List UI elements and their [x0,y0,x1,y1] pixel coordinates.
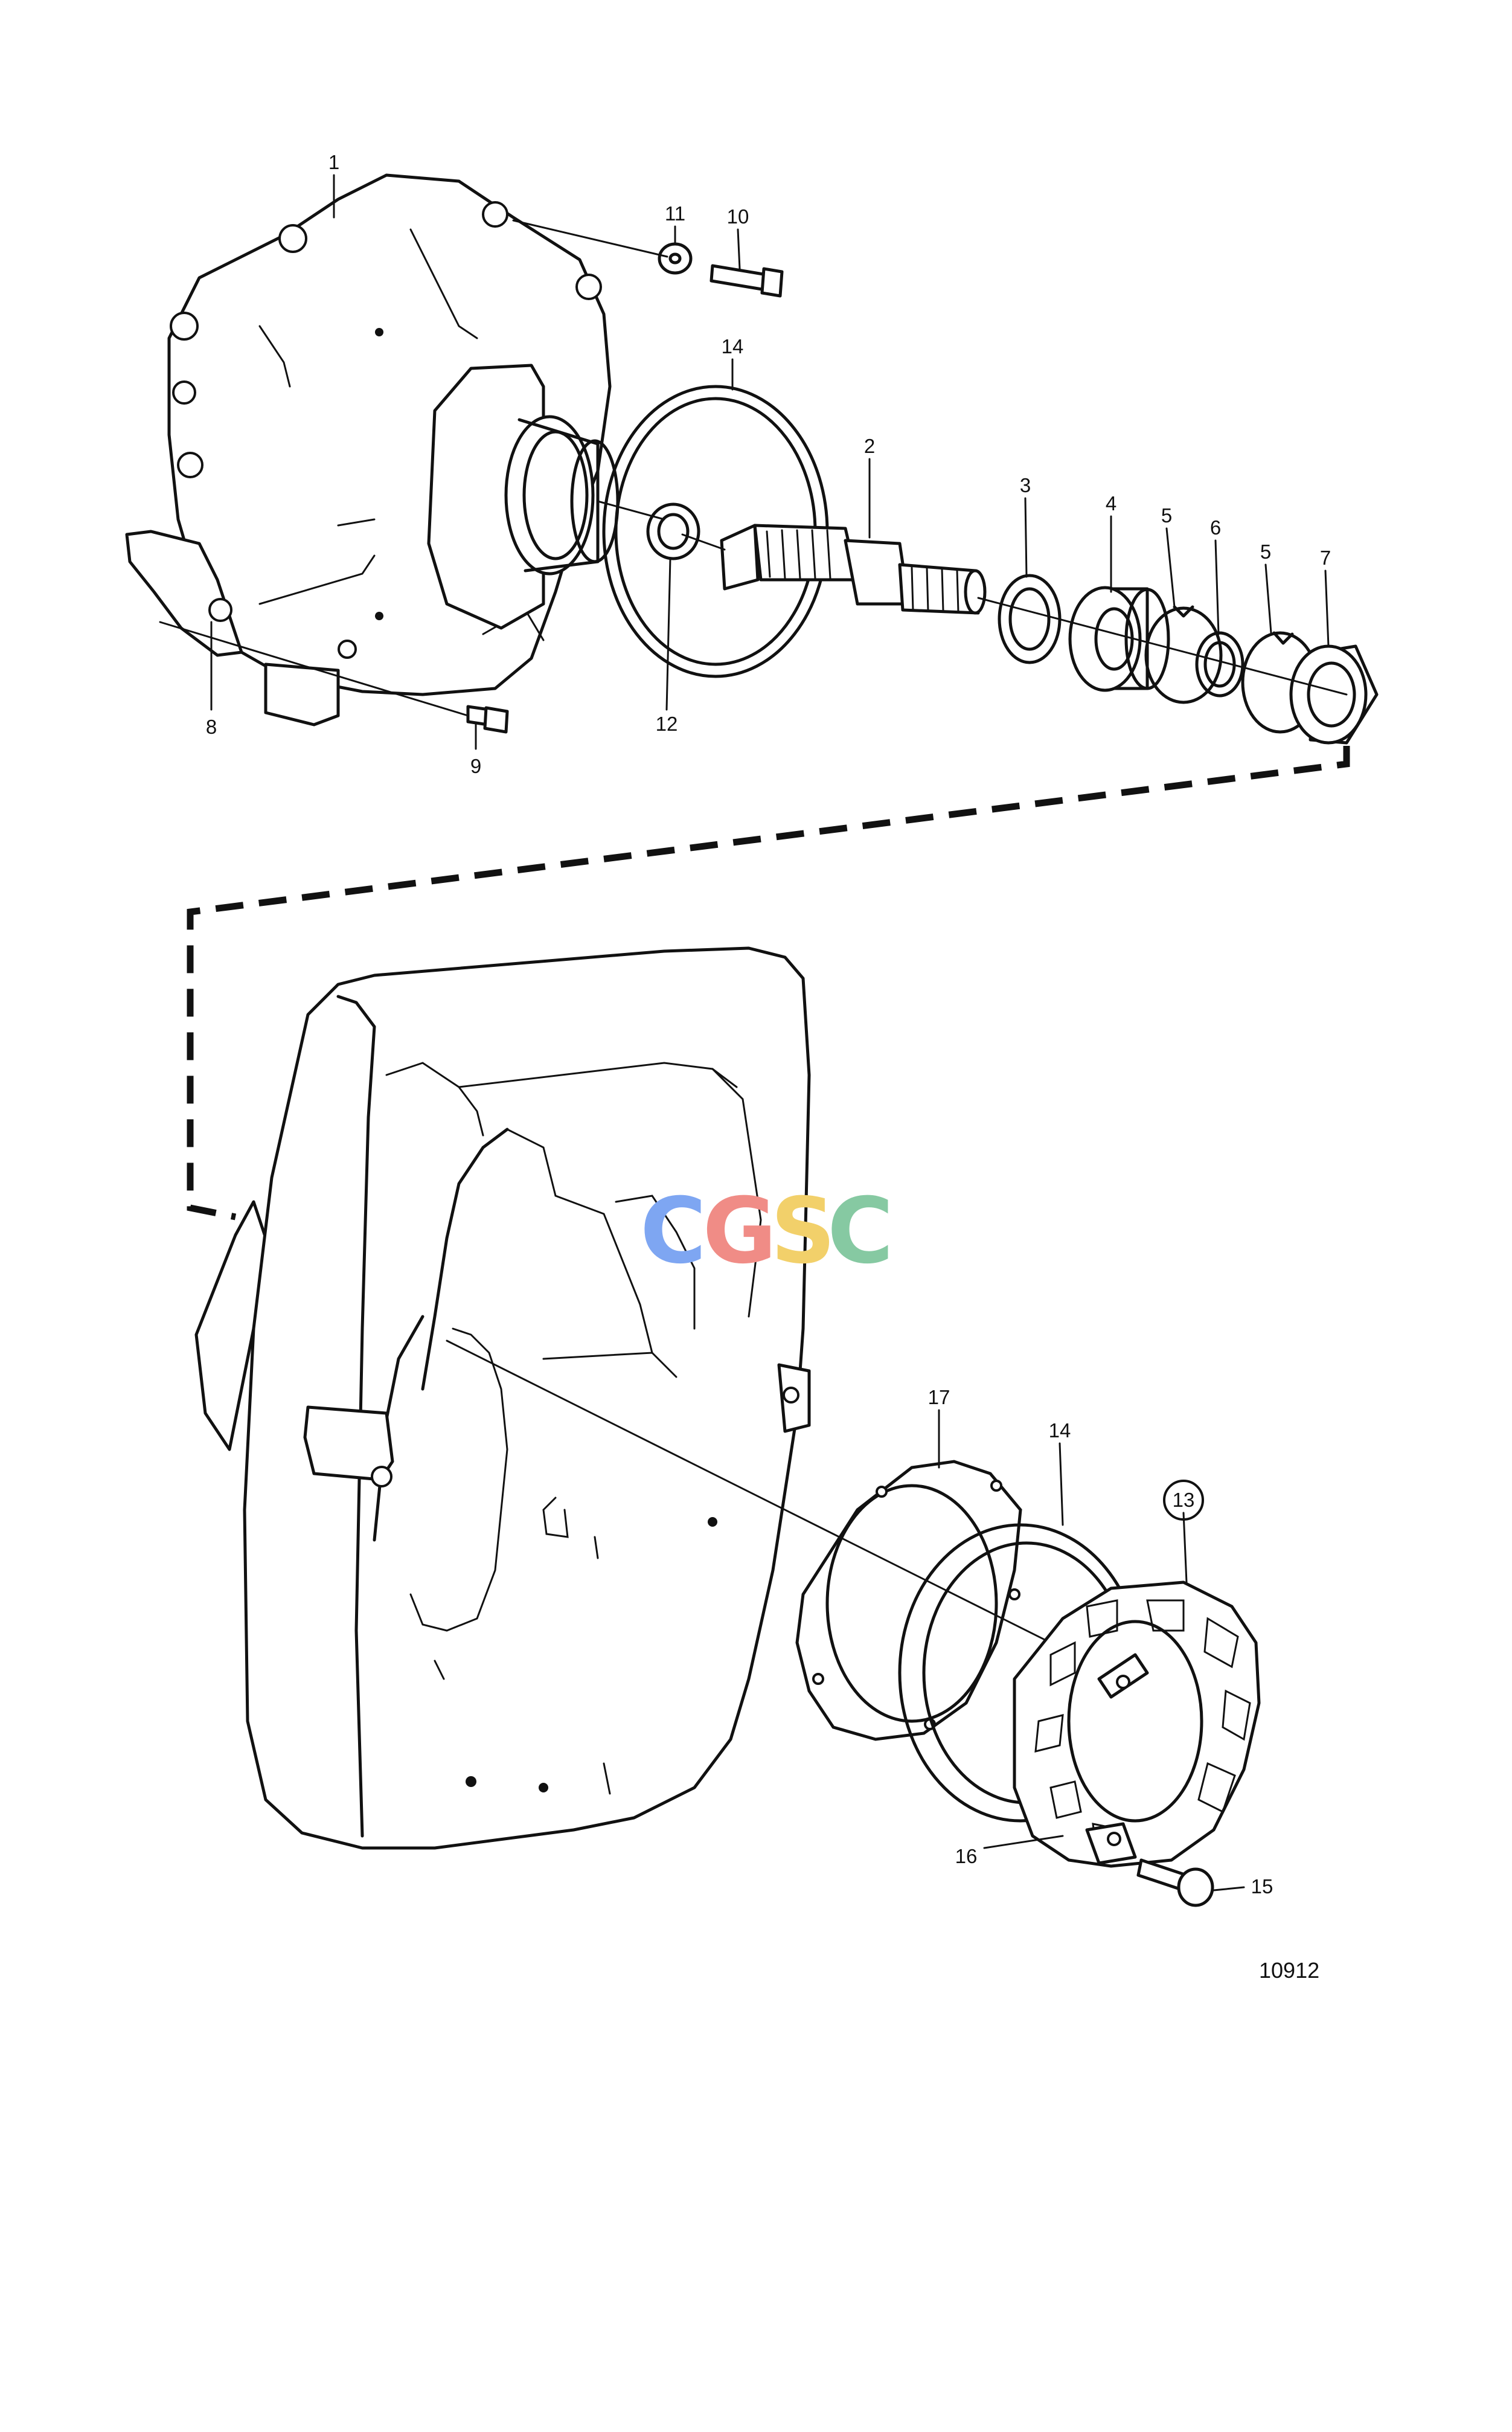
callout-label: 13 [1173,1489,1195,1511]
figure-number: 10912 [1259,1958,1319,1983]
callout-label: 5 [1260,541,1271,563]
callout-label: 15 [1251,1875,1273,1898]
callout-label: 3 [1020,474,1031,496]
ball-bearing [1068,586,1170,692]
washer-11 [658,242,693,275]
watermark-letter: G [702,1179,777,1284]
callout-label: 6 [1210,516,1221,539]
callout-label: 11 [665,202,685,225]
callout-label: 9 [470,755,481,777]
leader-lines [210,174,1330,1891]
callout-label: 12 [656,713,678,735]
brake-ring [1013,1580,1261,1868]
callout-label: 14 [1049,1419,1071,1442]
gasket-plate [795,1460,1022,1741]
callout-label: 5 [1161,504,1172,527]
bolt-15 [1136,1858,1214,1907]
watermark-letter: C [827,1179,894,1284]
callout-label: 10 [727,205,749,228]
watermark-letter: C [640,1179,706,1284]
bolt-9 [466,705,509,734]
bolt-10 [710,264,784,298]
callout-label: 4 [1106,492,1116,515]
watermark-letter: S [770,1179,836,1284]
end-bearing [1289,644,1379,745]
callout-label: 1 [328,151,339,173]
pilot-bearing [646,502,700,560]
flywheel-housing [125,173,620,727]
transmission-housing [194,946,811,1850]
callout-label: 7 [1320,547,1331,569]
callout-label: 2 [864,435,875,457]
circlip-1 [1144,605,1223,704]
callout-label: 16 [955,1845,978,1867]
callout-label: 8 [206,716,217,738]
oil-seal [998,574,1062,664]
callout-label: 17 [928,1386,950,1408]
input-shaft [720,524,987,615]
callout-label: 14 [722,335,744,358]
callout-ring [1163,1480,1204,1521]
